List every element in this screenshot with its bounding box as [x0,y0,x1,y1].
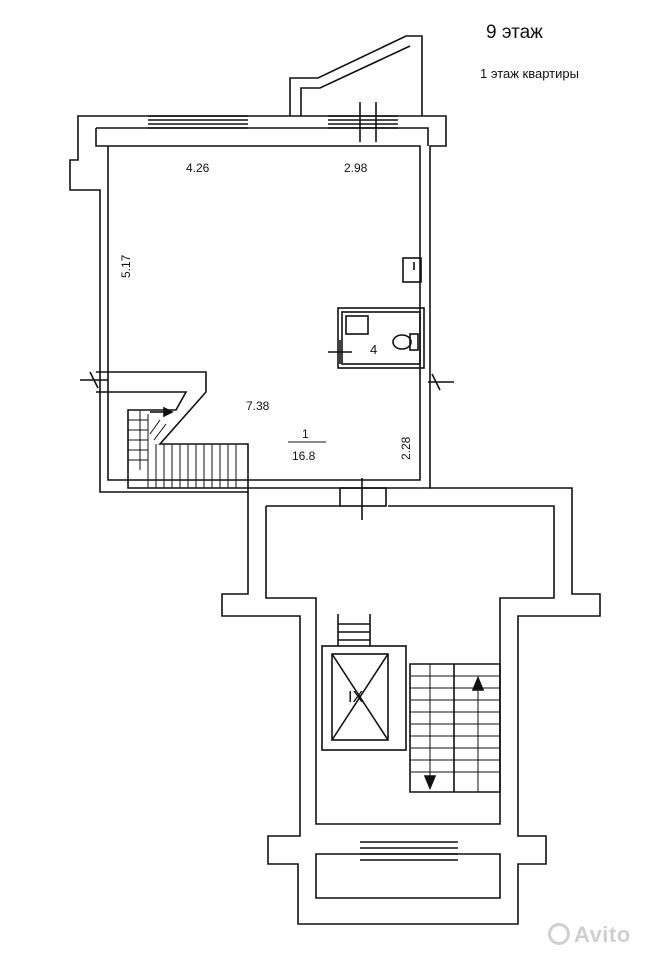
balcony-outline [289,35,423,116]
wall-break-left [80,371,108,389]
kitchen-sink [402,257,422,283]
room-area-main: 16.8 [292,449,316,463]
window-top-right [328,102,398,142]
room-number-main: 1 [302,427,309,441]
common-stair-treads [410,664,500,792]
toilet [392,334,412,350]
stairwell-outer-wall [221,487,601,925]
bathroom-wall [337,307,425,369]
stair-down-arrow [423,775,437,791]
dim-bottom-right: 2.28 [399,436,413,460]
elevator-shaft [321,645,407,751]
floor-title: 9 этаж [486,22,543,43]
window-top-left [148,115,248,129]
dim-top-left: 4.26 [186,161,210,175]
apartment-inner-wall [95,127,429,481]
apartment-outer-wall [69,115,447,493]
avito-watermark: Avito [548,922,631,948]
bathroom-sink [345,315,369,335]
dim-top-right: 2.98 [344,161,368,175]
internal-stair-outline [96,371,249,489]
bathroom-inner [341,311,421,365]
stair-hall-label: IX [348,689,363,706]
watermark-text: Avito [574,922,631,947]
room-number-bathroom: 4 [370,342,377,357]
balcony-inner-line [300,45,411,116]
stair-up-arrow [471,675,485,691]
avito-logo-icon [548,923,570,945]
stair-arrowhead [163,406,174,418]
window-bottom [360,841,458,861]
entrance-door [339,478,387,520]
floor-subtitle: 1 этаж квартиры [480,66,579,81]
stairwell-inner-wall [265,505,555,825]
elevator-vent [337,614,371,646]
internal-stair-treads [128,410,237,488]
interior-wall-line [108,145,421,481]
elevator-cab [331,653,389,741]
toilet-tank [409,333,419,351]
dim-middle: 7.38 [246,399,270,413]
wall-break-right [428,373,454,391]
dim-left-side: 5.17 [119,254,133,278]
common-stair-outline [409,663,501,793]
